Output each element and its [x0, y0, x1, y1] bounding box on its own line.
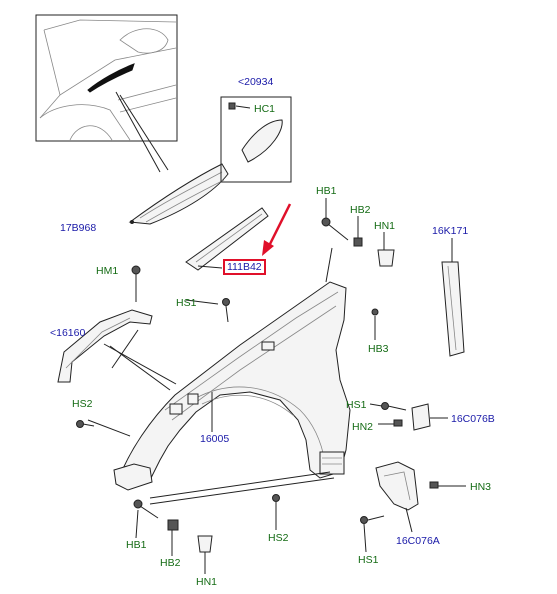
label-hs2-left: HS2 [72, 398, 93, 410]
fastener-hn3 [429, 481, 466, 489]
fastener-hb1-top [321, 198, 349, 241]
label-hb3: HB3 [368, 343, 389, 355]
part-111b42 [185, 207, 269, 271]
label-16c076a: 16C076A [396, 535, 440, 547]
label-16005: 16005 [200, 433, 230, 445]
fastener-hs1-top [222, 298, 230, 323]
label-16k171: 16K171 [432, 225, 469, 237]
fastener-hn1-bottom [197, 535, 213, 574]
fastener-hb2-bottom [167, 519, 179, 556]
fastener-hs1-bottom [360, 515, 385, 553]
label-hm1: HM1 [96, 265, 119, 277]
label-hn3: HN3 [470, 481, 492, 493]
indicator-arrow [262, 203, 292, 256]
part-16005 [113, 281, 351, 491]
part-20934 [220, 96, 292, 183]
part-16c076b [411, 403, 448, 431]
fastener-hc1 [228, 102, 236, 110]
label-hb1-bottom: HB1 [126, 539, 147, 551]
vehicle-inset [35, 14, 178, 142]
label-20934: <20934 [238, 76, 274, 88]
label-hs2-bottom: HS2 [268, 532, 289, 544]
label-hb1-top: HB1 [316, 185, 337, 197]
label-hn1-bottom: HN1 [196, 576, 218, 588]
fastener-hs1-mid [369, 402, 407, 411]
part-16c076a [375, 461, 419, 533]
label-hs1-top: HS1 [176, 297, 197, 309]
label-17b968: 17B968 [60, 222, 97, 234]
label-hc1: HC1 [254, 103, 276, 115]
part-16k171 [441, 261, 465, 357]
fastener-hs2-left [76, 420, 95, 428]
label-hb2-top: HB2 [350, 204, 371, 216]
label-hn2: HN2 [352, 421, 374, 433]
part-16160 [57, 309, 153, 383]
fastener-hb3 [371, 308, 379, 340]
label-16160: <16160 [50, 327, 86, 339]
fastener-hb1-bottom [133, 499, 159, 539]
label-16c076b: 16C076B [451, 413, 495, 425]
label-hn1-top: HN1 [374, 220, 396, 232]
fastener-hm1 [131, 265, 141, 302]
fastener-hn1-top [377, 232, 395, 267]
label-111b42-highlighted: 111B42 [223, 259, 266, 275]
fastener-hn2 [378, 419, 403, 427]
fastener-hs2-bottom [272, 494, 280, 530]
fastener-hb2-top [353, 216, 363, 247]
label-hs1-bottom: HS1 [358, 554, 379, 566]
label-hb2-bottom: HB2 [160, 557, 181, 569]
part-17b968 [128, 163, 229, 225]
label-hs1-mid: HS1 [346, 399, 367, 411]
